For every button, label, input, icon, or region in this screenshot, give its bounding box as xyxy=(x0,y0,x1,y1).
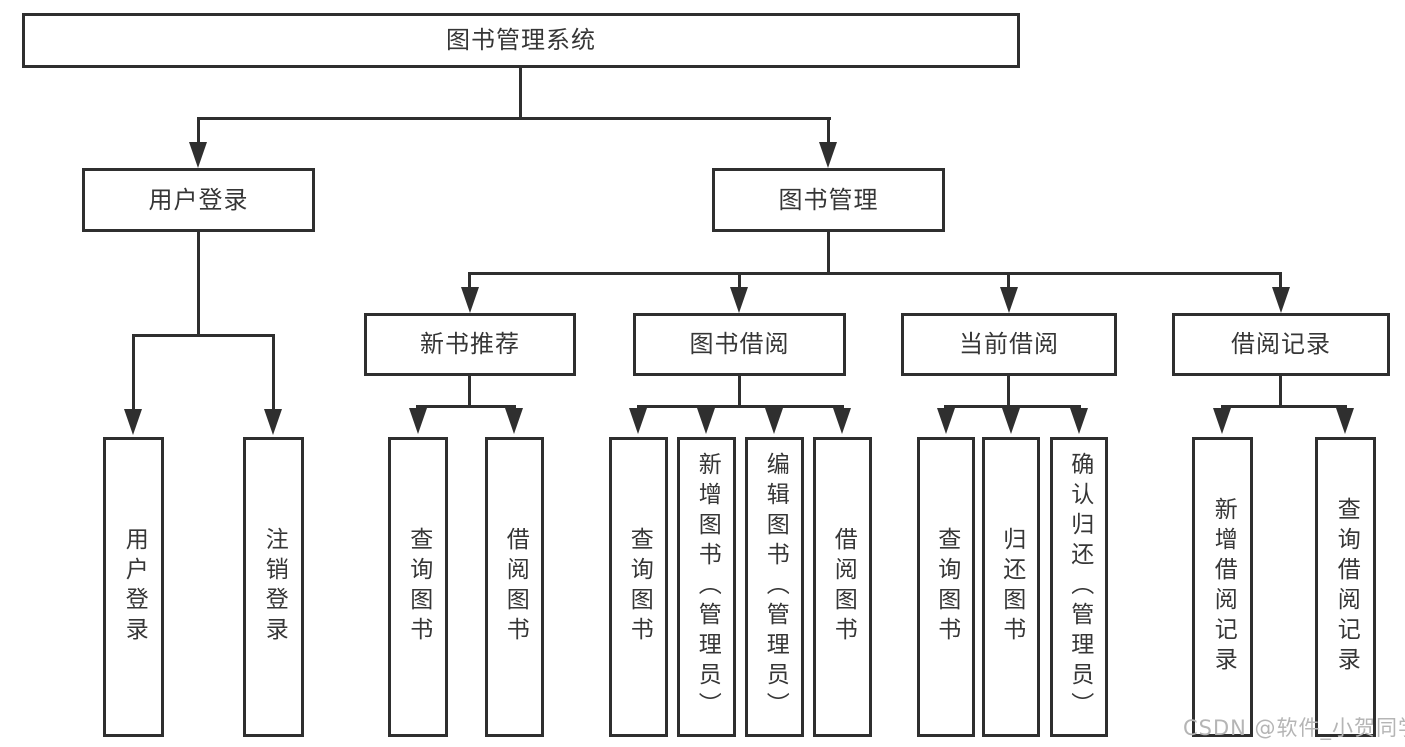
node-book-management: 图书管理 xyxy=(712,168,945,232)
connector-line xyxy=(272,336,275,411)
connector-line xyxy=(738,376,741,407)
arrowhead-down-icon xyxy=(730,287,748,313)
leaf-edit-book-admin: 编辑图书（管理员） xyxy=(745,437,804,737)
leaf-return-book: 归还图书 xyxy=(982,437,1040,737)
connector-line xyxy=(468,272,1282,275)
connector-line xyxy=(197,119,200,145)
arrowhead-down-icon xyxy=(409,408,427,434)
arrowhead-down-icon xyxy=(1272,287,1290,313)
arrowhead-down-icon xyxy=(1000,287,1018,313)
leaf-borrow-books: 借阅图书 xyxy=(813,437,872,737)
node-user-login: 用户登录 xyxy=(82,168,315,232)
connector-line xyxy=(1221,405,1347,408)
arrowhead-down-icon xyxy=(1213,408,1231,434)
leaf-logout: 注销登录 xyxy=(243,437,304,737)
node-borrow-records: 借阅记录 xyxy=(1172,313,1390,376)
arrowhead-down-icon xyxy=(1336,408,1354,434)
connector-line xyxy=(1279,376,1282,407)
connector-line xyxy=(468,274,471,289)
connector-line xyxy=(468,376,471,407)
arrowhead-down-icon xyxy=(765,408,783,434)
connector-line xyxy=(197,117,831,120)
leaf-query-books-borrow: 查询图书 xyxy=(609,437,668,737)
arrowhead-down-icon xyxy=(264,409,282,435)
leaf-query-books-current: 查询图书 xyxy=(917,437,975,737)
arrowhead-down-icon xyxy=(505,408,523,434)
arrowhead-down-icon xyxy=(461,287,479,313)
leaf-borrow-books-recommend: 借阅图书 xyxy=(485,437,544,737)
node-new-book-recommend: 新书推荐 xyxy=(364,313,576,376)
connector-line xyxy=(1007,274,1010,289)
connector-line xyxy=(738,274,741,289)
connector-line xyxy=(944,405,1081,408)
leaf-add-borrow-record: 新增借阅记录 xyxy=(1192,437,1253,737)
arrowhead-down-icon xyxy=(937,408,955,434)
connector-line xyxy=(416,405,516,408)
arrowhead-down-icon xyxy=(819,142,837,168)
leaf-query-books-recommend: 查询图书 xyxy=(388,437,448,737)
arrowhead-down-icon xyxy=(629,408,647,434)
connector-line xyxy=(1279,274,1282,289)
leaf-query-borrow-record: 查询借阅记录 xyxy=(1315,437,1376,737)
leaf-confirm-return-admin: 确认归还（管理员） xyxy=(1050,437,1108,737)
connector-line xyxy=(827,232,830,274)
leaf-user-login: 用户登录 xyxy=(103,437,164,737)
arrowhead-down-icon xyxy=(697,408,715,434)
arrowhead-down-icon xyxy=(1002,408,1020,434)
csdn-watermark: CSDN @软件_小贺同学 xyxy=(1183,716,1405,740)
arrowhead-down-icon xyxy=(189,142,207,168)
connector-line xyxy=(197,232,200,337)
leaf-add-book-admin: 新增图书（管理员） xyxy=(677,437,736,737)
node-book-borrow: 图书借阅 xyxy=(633,313,846,376)
arrowhead-down-icon xyxy=(833,408,851,434)
connector-line xyxy=(519,68,522,119)
connector-line xyxy=(132,336,135,411)
connector-line xyxy=(1007,376,1010,407)
connector-line xyxy=(637,405,844,408)
connector-line xyxy=(132,334,275,337)
arrowhead-down-icon xyxy=(1070,408,1088,434)
node-current-borrow: 当前借阅 xyxy=(901,313,1117,376)
node-root-system: 图书管理系统 xyxy=(22,13,1020,68)
arrowhead-down-icon xyxy=(124,409,142,435)
connector-line xyxy=(827,119,830,145)
